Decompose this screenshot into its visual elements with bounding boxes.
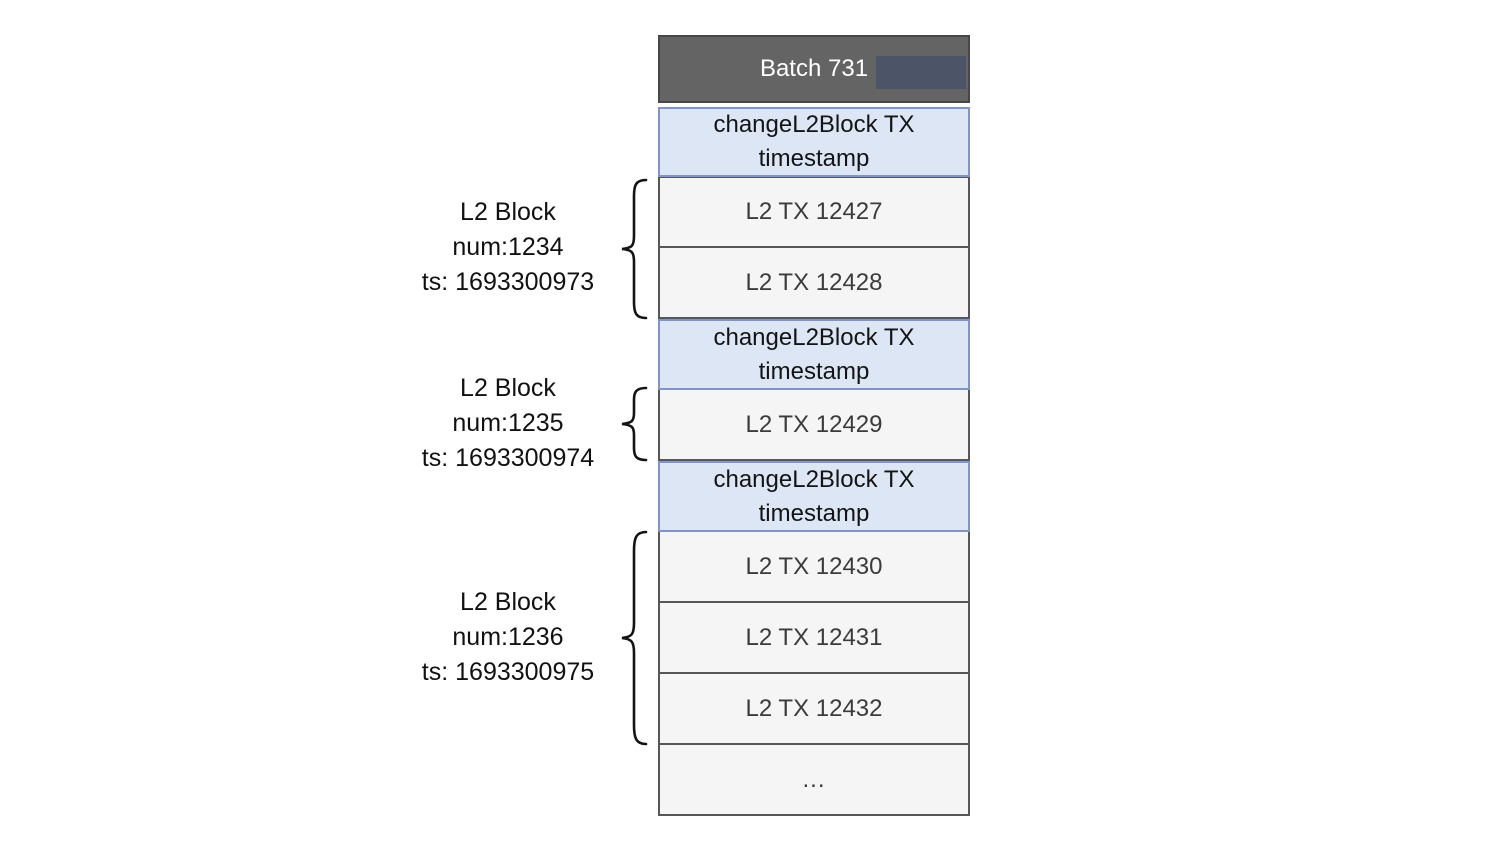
l2-tx-row-12429: L2 TX 12429 [658,388,970,461]
l2-block-label-1234: L2 Block num:1234 ts: 1693300973 [368,195,648,300]
change-l2-block-line2: timestamp [758,499,870,527]
l2-block-num: num:1235 [452,409,564,437]
more-txs-row: ... [658,743,970,816]
header-highlight-rect [876,56,966,89]
l2-block-num: num:1234 [452,233,564,261]
l2-tx-row-12430: L2 TX 12430 [658,530,970,603]
change-l2-block-line2: timestamp [758,145,870,172]
batch-title: Batch 731 [759,55,869,82]
l2-tx-label: L2 TX 12429 [745,410,883,438]
curly-brace-block-1234 [618,178,650,320]
change-l2-block-tx-row: changeL2Block TX timestamp [658,319,970,390]
l2-tx-label: L2 TX 12428 [745,268,883,296]
l2-block-title: L2 Block [460,198,556,226]
l2-tx-row-12431: L2 TX 12431 [658,601,970,674]
change-l2-block-line1: changeL2Block TX [713,465,915,493]
l2-block-label-1236: L2 Block num:1236 ts: 1693300975 [368,585,648,690]
curly-brace-icon [621,530,648,746]
l2-tx-row-12432: L2 TX 12432 [658,672,970,745]
curly-brace-icon [621,178,648,320]
batch-header: Batch 731 [658,35,970,103]
ellipsis-label: ... [802,765,826,793]
curly-brace-block-1236 [618,530,650,746]
change-l2-block-line1: changeL2Block TX [713,111,915,138]
l2-tx-label: L2 TX 12432 [745,694,883,722]
l2-block-num: num:1236 [452,623,564,651]
l2-tx-label: L2 TX 12427 [745,198,883,225]
l2-block-timestamp: ts: 1693300973 [421,268,595,296]
l2-tx-row-12428: L2 TX 12428 [658,246,970,319]
l2-block-timestamp: ts: 1693300974 [421,444,595,472]
l2-block-title: L2 Block [460,588,556,616]
curly-brace-block-1235 [618,386,650,462]
change-l2-block-tx-row: changeL2Block TX timestamp [658,107,970,177]
change-l2-block-line1: changeL2Block TX [713,323,915,351]
l2-block-title: L2 Block [460,374,556,402]
curly-brace-icon [621,386,648,462]
l2-tx-row-12427: L2 TX 12427 [658,176,970,248]
change-l2-block-tx-row: changeL2Block TX timestamp [658,461,970,532]
l2-tx-label: L2 TX 12431 [745,623,883,651]
change-l2-block-line2: timestamp [758,357,870,385]
l2-block-label-1235: L2 Block num:1235 ts: 1693300974 [368,371,648,476]
l2-block-timestamp: ts: 1693300975 [421,658,595,686]
l2-tx-label: L2 TX 12430 [745,552,883,580]
